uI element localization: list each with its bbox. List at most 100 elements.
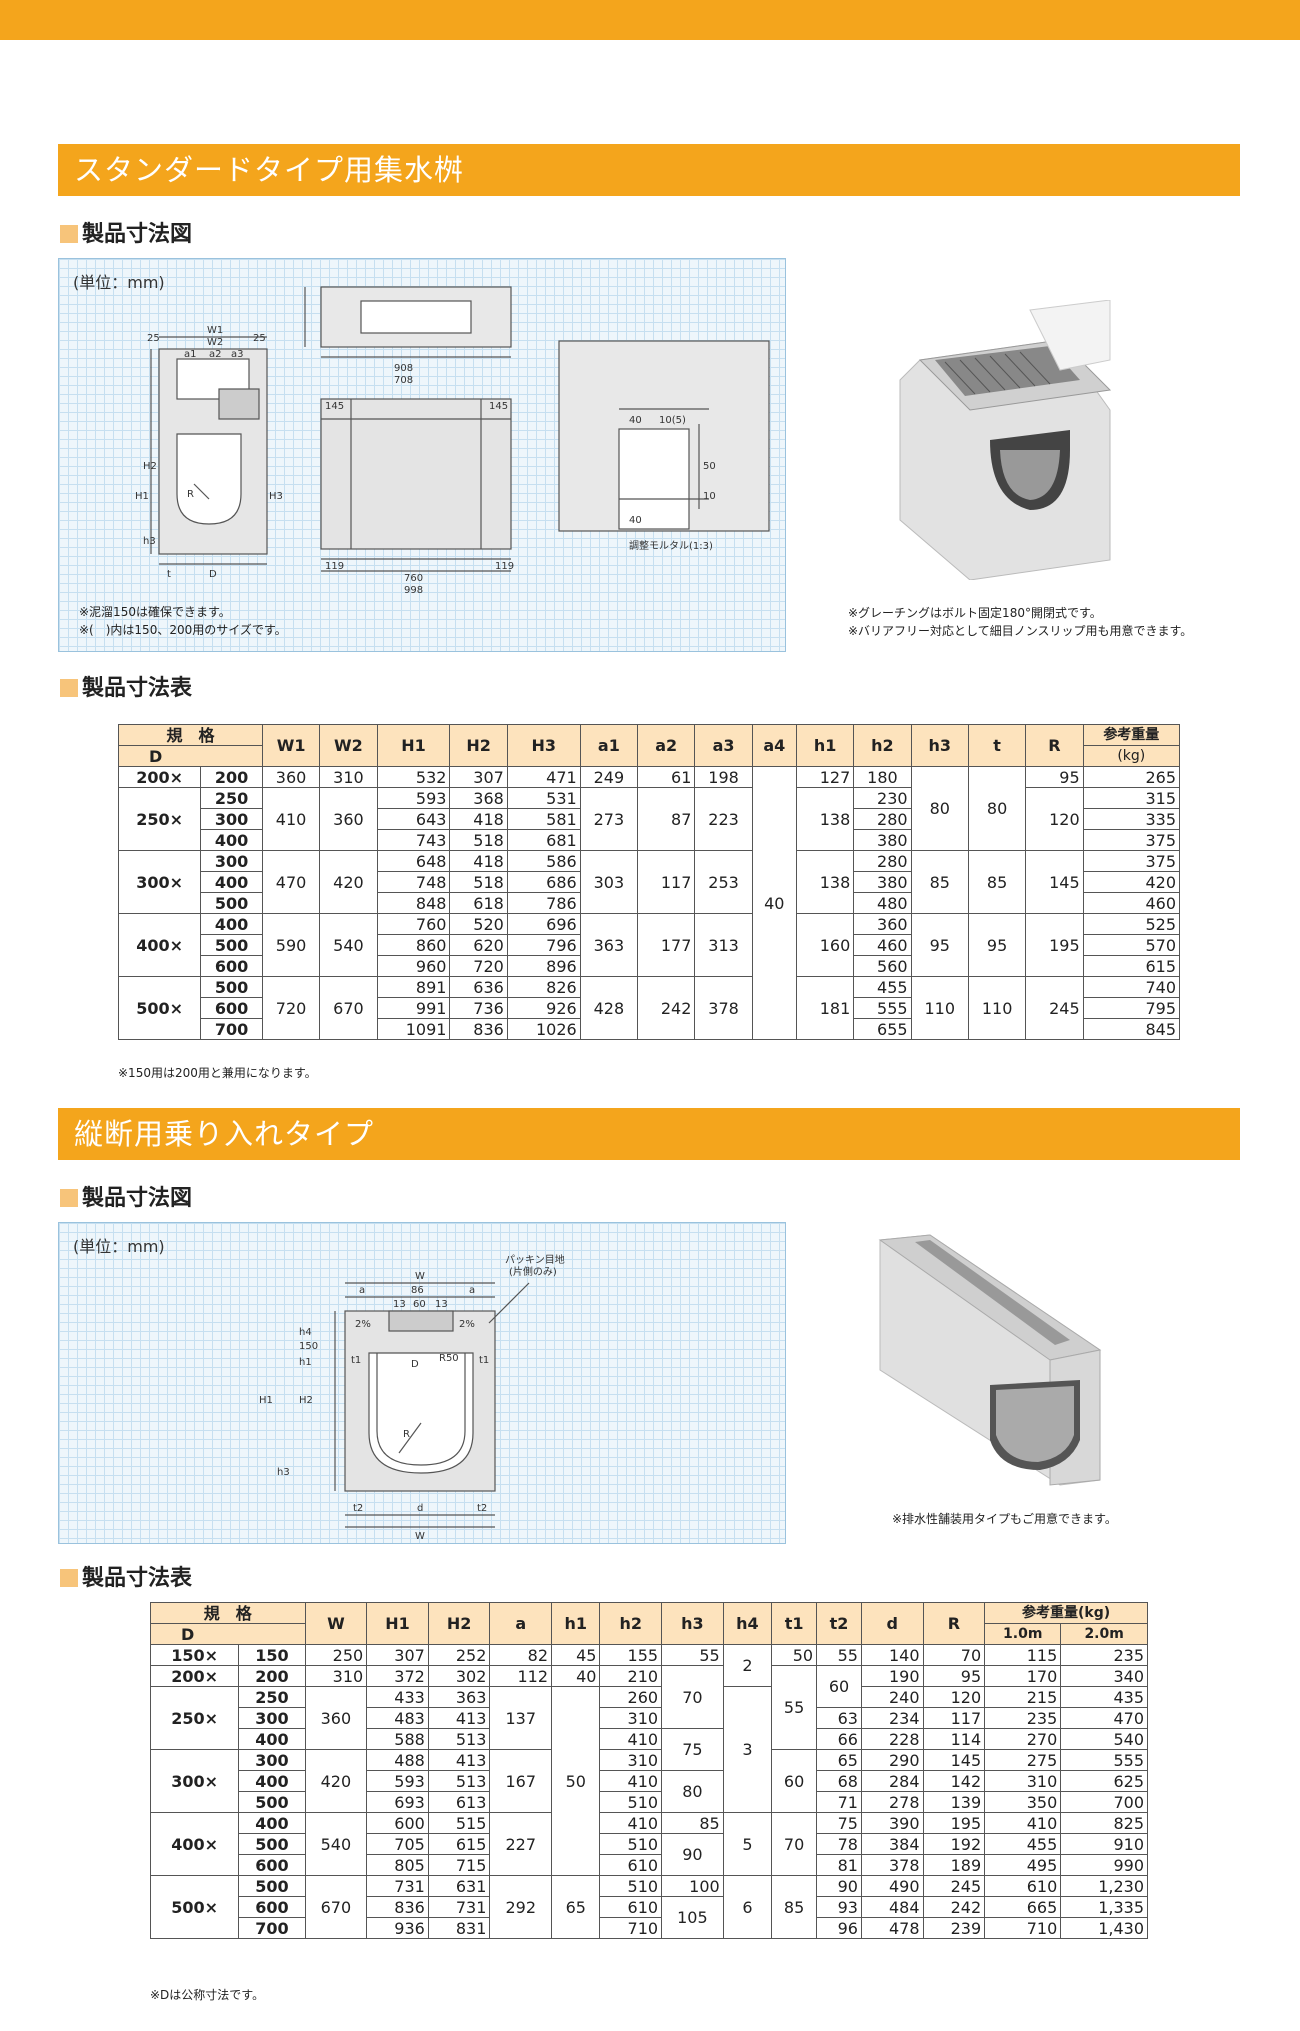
cell-kg: 335 — [1082, 808, 1181, 830]
dim-t2-left: t2 — [353, 1503, 363, 1514]
cell-w2m: 340 — [1060, 1665, 1148, 1687]
size-d: 300 — [238, 1749, 306, 1771]
cell-r: 195 — [922, 1812, 986, 1834]
cell-r: 95 — [922, 1665, 986, 1687]
cell-w2m: 625 — [1060, 1770, 1148, 1792]
cell-d: 284 — [860, 1770, 924, 1792]
cell-sh2: 410 — [599, 1770, 663, 1792]
heading-text: 製品寸法図 — [82, 1186, 193, 1211]
cell-t1: 60 — [771, 1749, 818, 1813]
table-row: 250× 250 410 360 593 368 531 273 87 223 … — [117, 787, 1181, 851]
cell-sh3: 110 — [910, 976, 969, 1040]
size-d: 400 — [200, 829, 263, 851]
cell-h1: 760 — [376, 913, 451, 935]
cell-h1: 848 — [376, 892, 451, 914]
cell-d: 290 — [860, 1749, 924, 1771]
cell-d: 390 — [860, 1812, 924, 1834]
cell-h2: 513 — [427, 1728, 491, 1750]
cell-h3: 581 — [506, 808, 581, 830]
unit-label: (単位：mm) — [73, 273, 165, 292]
mortar-label: 調整モルタル(1:3) — [629, 539, 713, 552]
dim-small-d: d — [417, 1503, 423, 1514]
cell-r: 120 — [1025, 787, 1084, 851]
packing-sub-label: (片側のみ) — [509, 1265, 557, 1278]
cell-h2: 731 — [427, 1896, 491, 1918]
heading-square-icon — [60, 1189, 78, 1207]
cell-sh3: 75 — [661, 1728, 724, 1771]
table-row: 600 960 720 896 560 615 — [119, 955, 1181, 977]
cell-sh1: 138 — [795, 787, 855, 851]
cell-h2: 413 — [427, 1707, 491, 1729]
cell-t2: 81 — [816, 1854, 862, 1876]
cell-w2m: 910 — [1060, 1833, 1148, 1855]
section2-photo-note: ※排水性舗装用タイプもご用意できます。 — [892, 1512, 1117, 1526]
size-prefix: 300× — [117, 850, 202, 914]
cell-t2: 65 — [816, 1749, 862, 1771]
cell-h3: 896 — [506, 955, 581, 977]
cell-sh3: 70 — [661, 1665, 724, 1729]
slope-left: 2% — [355, 1319, 371, 1330]
dim-w1: W1 — [207, 325, 223, 336]
th-h1: H1 — [366, 1602, 429, 1645]
dim-40-top: 40 — [629, 415, 642, 426]
size-prefix: 200× — [149, 1665, 240, 1687]
cell-a2: 177 — [637, 913, 696, 977]
cell-sh2: 455 — [853, 976, 912, 998]
drawing-notes: ※泥溜150は確保できます。 ※( )内は150、200用のサイズです。 — [79, 603, 287, 639]
cell-r: 70 — [922, 1644, 986, 1666]
dim-w2: W2 — [207, 337, 223, 348]
table-row: 300× 300 420 488 413 167 310 60 65 290 1… — [149, 1749, 1148, 1813]
cell-sh3: 85 — [661, 1812, 724, 1834]
cell-sh3: 90 — [661, 1833, 724, 1876]
size-d: 200 — [238, 1665, 306, 1687]
cell-w2: 310 — [319, 766, 378, 788]
dim-145-left: 145 — [325, 401, 344, 412]
cell-h2: 418 — [449, 808, 508, 830]
cell-w2: 670 — [319, 976, 378, 1040]
cell-sh2: 610 — [599, 1854, 663, 1876]
cell-a2: 61 — [637, 766, 696, 788]
cell-w: 670 — [304, 1875, 368, 1939]
cell-w1m: 710 — [984, 1917, 1062, 1939]
cell-h2: 252 — [427, 1644, 491, 1666]
dim-10: 10 — [703, 491, 716, 502]
size-prefix: 300× — [149, 1749, 240, 1813]
cell-h1: 488 — [366, 1749, 429, 1771]
cell-w2: 420 — [319, 850, 378, 914]
cell-w1m: 115 — [984, 1644, 1062, 1666]
size-prefix: 500× — [117, 976, 202, 1040]
cell-w: 540 — [304, 1812, 368, 1876]
cell-w1: 410 — [261, 787, 321, 851]
dim-a3: a3 — [231, 349, 244, 360]
th-spec: 規 格 — [150, 1602, 306, 1624]
cell-w2m: 235 — [1060, 1644, 1148, 1666]
th-a: a — [489, 1602, 553, 1645]
cell-r: 145 — [1025, 850, 1084, 914]
cell-h2: 836 — [449, 1018, 508, 1040]
top-accent-bar — [0, 0, 1300, 40]
dim-a-left: a — [359, 1285, 365, 1296]
cell-w2m: 555 — [1060, 1749, 1148, 1771]
cell-sh3: 55 — [661, 1644, 724, 1666]
cell-h3: 696 — [506, 913, 581, 935]
cell-r: 120 — [922, 1686, 986, 1708]
cell-kg: 460 — [1082, 892, 1181, 914]
dim-d: D — [411, 1359, 419, 1370]
cell-r: 245 — [922, 1875, 986, 1897]
cell-sh2: 555 — [853, 997, 912, 1019]
cell-w1: 720 — [261, 976, 321, 1040]
cell-sh2: 710 — [599, 1917, 663, 1939]
th-sh1: h1 — [795, 724, 855, 767]
cell-w2m: 1,335 — [1060, 1896, 1148, 1918]
cell-sh2: 510 — [599, 1791, 663, 1813]
cell-h2: 618 — [449, 892, 508, 914]
photo-note-2: ※バリアフリー対応として細目ノンスリップ用も用意できます。 — [848, 624, 1193, 638]
cell-r: 239 — [922, 1917, 986, 1939]
catch-basin-photo — [899, 300, 1112, 580]
cell-r: 114 — [922, 1728, 986, 1750]
cell-sh4: 6 — [722, 1875, 773, 1939]
cell-h3: 586 — [506, 850, 581, 872]
section1-technical-drawing: W1 W2 25 25 a1 a2 a3 R H1 H2 H3 h3 t D 9… — [135, 286, 770, 596]
th-weight: 参考重量 — [1082, 724, 1181, 746]
table-row: 700 1091 836 1026 655 845 — [119, 1018, 1181, 1040]
